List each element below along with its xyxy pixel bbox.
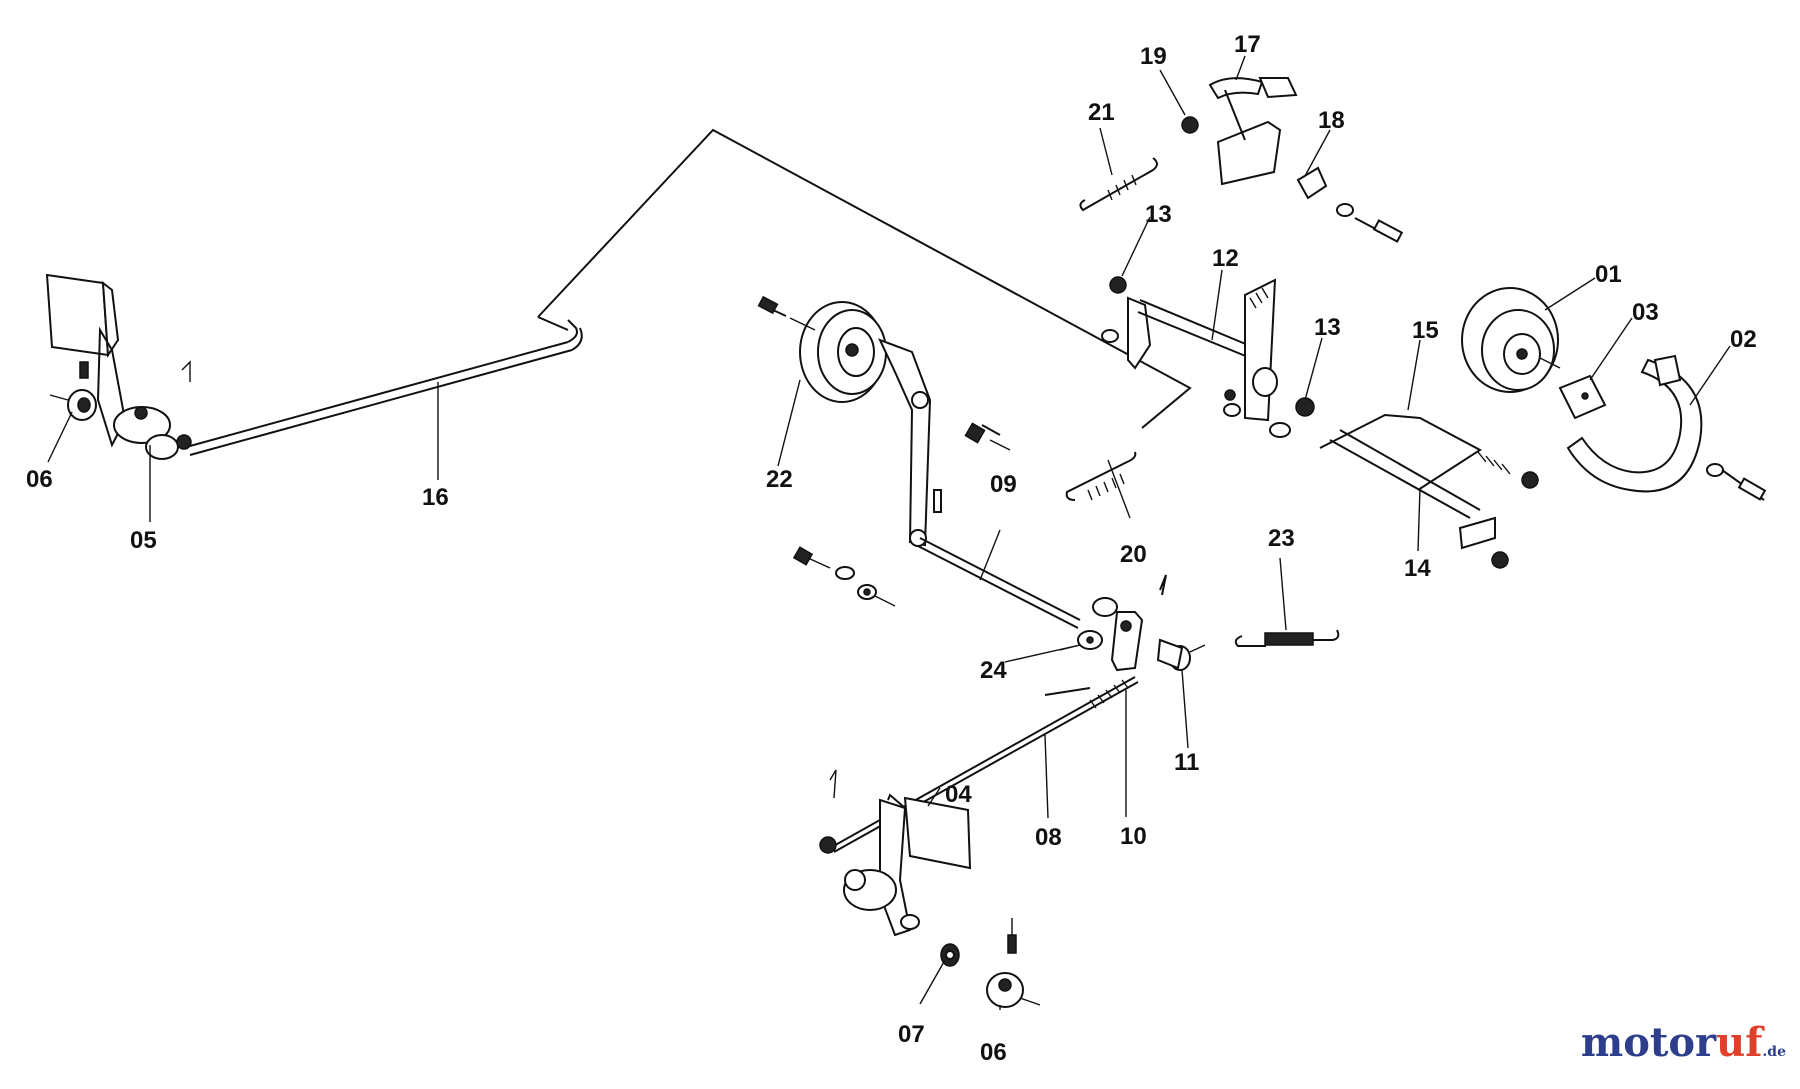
callout-08: 08: [1035, 824, 1062, 851]
top-bracket: [1079, 77, 1404, 243]
band-02: [1566, 354, 1767, 501]
rod-16: [189, 319, 583, 456]
callout-11: 11: [1174, 749, 1199, 776]
callout-13-top: 13: [1145, 201, 1172, 228]
callout-09: 09: [990, 471, 1017, 498]
shaft-14-15: [1319, 413, 1539, 569]
callout-15: 15: [1412, 317, 1439, 344]
callout-21: 21: [1088, 99, 1115, 126]
assembly-outline: [537, 128, 1192, 429]
callout-02: 02: [1730, 326, 1757, 353]
callout-13-mid: 13: [1314, 314, 1341, 341]
callout-03: 03: [1632, 299, 1659, 326]
drum-01: [1461, 287, 1561, 393]
rod-09: [917, 537, 1081, 629]
callouts: 01 02 03 04 05 06 06 07 08 09 10 11 12 1…: [26, 31, 1757, 1066]
callout-17: 17: [1234, 31, 1261, 58]
watermark-part1: motor: [1580, 1019, 1717, 1066]
callout-06-right: 06: [980, 1039, 1007, 1066]
spring-23: [1234, 629, 1340, 647]
plate-03: [1558, 374, 1607, 420]
spring-20: [1065, 451, 1137, 501]
callout-18: 18: [1318, 107, 1345, 134]
watermark-part3: .de: [1762, 1044, 1786, 1060]
bolt-set: [792, 546, 896, 607]
callout-05: 05: [130, 527, 157, 554]
idler-arm: [878, 338, 1011, 547]
callout-06-left: 06: [26, 466, 53, 493]
callout-19: 19: [1140, 43, 1167, 70]
callout-23: 23: [1268, 525, 1295, 552]
part-11: [1156, 638, 1206, 671]
shaft-12: [1101, 276, 1315, 438]
callout-01: 01: [1595, 261, 1622, 288]
callout-10: 10: [1120, 823, 1147, 850]
callout-24: 24: [980, 657, 1007, 684]
callout-04: 04: [945, 781, 972, 808]
callout-12: 12: [1212, 245, 1239, 272]
callout-20: 20: [1120, 541, 1147, 568]
left-pedal: [45, 273, 192, 460]
callout-22: 22: [766, 466, 793, 493]
callout-07: 07: [898, 1021, 925, 1048]
callout-14: 14: [1404, 555, 1431, 582]
callout-16: 16: [422, 484, 449, 511]
leader-lines: [47, 55, 1731, 1010]
link-plate: [1059, 574, 1167, 672]
watermark-part2: uf: [1716, 1019, 1763, 1066]
watermark-logo: motoruf.de: [1581, 1019, 1786, 1066]
pulley-22: [757, 295, 887, 403]
right-pedal: [819, 769, 1041, 1008]
rod-08: [829, 676, 1139, 853]
